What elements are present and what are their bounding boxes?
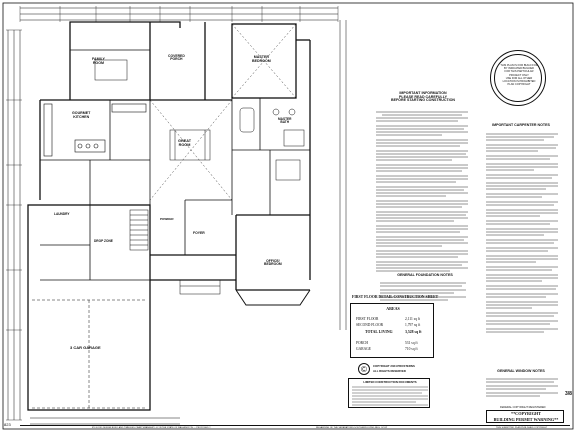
- areas-row-value: 531 sq ft: [405, 341, 418, 345]
- copyright-badge: © COPYRIGHT 2024 PROSTERNS ALL RIGHTS RE…: [358, 362, 428, 378]
- room-label-gourmet-kitchen: GOURMET KITCHEN: [72, 111, 91, 119]
- room-label-foyer: FOYER: [193, 231, 205, 235]
- room-label-master-bedroom: MASTER BEDROOM: [252, 55, 271, 63]
- scale-note: 823: [4, 422, 11, 427]
- areas-row-label: FIRST FLOOR: [356, 317, 379, 321]
- footer-strip-right: THIS SUBMITTED PLAN PUBLISHED COPYRIGHT: [496, 427, 548, 429]
- room-label-powder: POWDER: [160, 217, 174, 221]
- warning-pre: FEDERAL COPYRIGHT REGISTERED: [500, 406, 546, 409]
- carpenter-notes-title: IMPORTANT CARPENTER NOTES: [492, 123, 550, 127]
- areas-table: AREAS FIRST FLOOR 2,111 sq ft SECOND FLO…: [350, 303, 434, 358]
- copyright-line2: ALL RIGHTS RESERVED: [373, 369, 406, 373]
- stamp-text: THIS PLAN IS FOR BUILD FOR BY INDICATED …: [500, 64, 538, 87]
- areas-row-label: TOTAL LIVING: [365, 330, 393, 334]
- construction-sheet-title: FIRST FLOOR DETAIL CONSTRUCTION SHEET: [352, 295, 439, 299]
- room-label-family: FAMILY ROOM: [92, 57, 105, 65]
- areas-row-value: 1,797 sq ft: [405, 323, 421, 327]
- footer-divider: [20, 425, 570, 426]
- areas-row-value: 710 sq ft: [405, 347, 418, 351]
- areas-title: AREAS: [386, 306, 400, 311]
- window-notes-text: [486, 378, 558, 397]
- footer-strip-left: BY GOOD DESIGN BUILD AND TIMELESS CRAFTS…: [92, 427, 211, 429]
- copyright-line1: COPYRIGHT 2024 PROSTERNS: [373, 364, 415, 368]
- areas-row-label: SECOND FLOOR: [356, 323, 384, 327]
- areas-row-label: PORCH: [356, 341, 368, 345]
- limited-box-title: LIMITED CONSTRUCTION DOCUMENTS: [363, 380, 417, 384]
- room-label-great-room: GREAT ROOM: [178, 139, 192, 147]
- room-label-covered-porch: COVERED PORCH: [168, 54, 185, 62]
- carpenter-notes-text: [486, 133, 558, 333]
- room-label-garage: 3 CAR GARAGE: [70, 345, 101, 350]
- room-label-laundry: LAUNDRY: [54, 212, 70, 216]
- info-notes-text: [376, 111, 468, 272]
- copyright-warning-box: **COPYRIGHT BUILDING PERMIT WARNING**: [486, 410, 564, 423]
- footer-strip-mid: REGARDING OF THE SEPARATIONS SOUTHERN LI…: [316, 427, 388, 429]
- limited-box-text: [352, 386, 428, 406]
- foundation-notes-title: GENERAL FOUNDATION NOTES: [397, 273, 453, 277]
- warning-line1: **COPYRIGHT: [510, 411, 541, 416]
- plan-stamp: THIS PLAN IS FOR BUILD FOR BY INDICATED …: [490, 50, 546, 106]
- limited-documents-box: LIMITED CONSTRUCTION DOCUMENTS: [348, 378, 430, 408]
- foundation-notes-text: [380, 282, 466, 301]
- areas-row-value: 3,528 sq ft: [405, 330, 422, 334]
- areas-row-label: GARAGE: [356, 347, 371, 351]
- areas-row-value: 2,111 sq ft: [405, 317, 421, 321]
- sheet-number: 3/8: [565, 391, 572, 397]
- copyright-icon: ©: [358, 363, 370, 375]
- room-label-office: OFFICE/ BEDROOM: [264, 259, 282, 267]
- warning-line2: BUILDING PERMIT WARNING**: [493, 416, 559, 422]
- info-box-title: IMPORTANT INFORMATION PLEASE READ CAREFU…: [390, 91, 456, 103]
- window-notes-title: GENERAL WINDOW NOTES: [497, 369, 545, 373]
- room-label-drop-zone: DROP ZONE: [94, 239, 113, 243]
- room-label-master-bath: MASTER BATH: [278, 117, 292, 125]
